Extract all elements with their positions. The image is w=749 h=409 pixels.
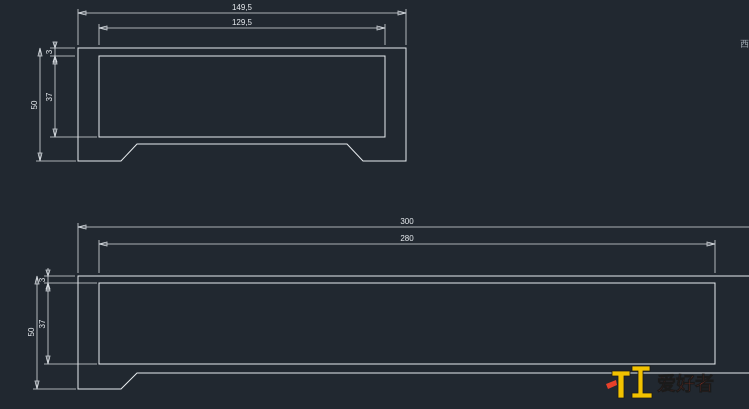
dim-bottom-wall[interactable]: 3 (38, 268, 97, 290)
top-inner-rect[interactable] (98, 55, 386, 138)
dim-top-inner-height[interactable]: 37 (45, 55, 97, 138)
dim-top-wall[interactable]: 3 (45, 41, 75, 63)
dim-top-total-height[interactable]: 50 (30, 47, 76, 162)
dim-bottom-inner-width[interactable]: 280 (98, 234, 716, 273)
dim-label: 3 (45, 49, 54, 54)
dim-bottom-outer-width[interactable]: 300 (77, 217, 749, 273)
bottom-inner-rect[interactable] (98, 282, 716, 365)
dim-label: 149,5 (232, 3, 253, 12)
dim-label: 50 (27, 327, 36, 336)
dim-label: 280 (400, 234, 414, 243)
viewcube-west-label[interactable]: 西 (740, 39, 749, 49)
dim-label: 37 (45, 92, 54, 101)
bottom-outer-profile[interactable] (77, 275, 749, 390)
drawing-bottom: 300 280 3 37 50 (27, 217, 749, 390)
dim-label: 3 (38, 277, 47, 282)
dim-label: 37 (38, 319, 47, 328)
dim-bottom-total-height[interactable]: 50 (27, 275, 76, 390)
logo-text: 爱好者 (657, 372, 714, 395)
dim-top-outer-width[interactable]: 149,5 (77, 3, 407, 45)
dim-bottom-inner-height[interactable]: 37 (38, 282, 97, 365)
dim-label: 50 (30, 100, 39, 109)
dim-label: 129,5 (232, 18, 253, 27)
dim-top-inner-width[interactable]: 129,5 (98, 18, 386, 45)
top-outer-profile[interactable] (77, 47, 407, 162)
dim-label: 300 (400, 217, 414, 226)
viewcube-fragment[interactable]: 西 (740, 39, 749, 49)
drawing-top: 149,5 129,5 3 37 5 (30, 3, 407, 162)
woodworking-logo-icon: 爱好者 (606, 365, 714, 399)
